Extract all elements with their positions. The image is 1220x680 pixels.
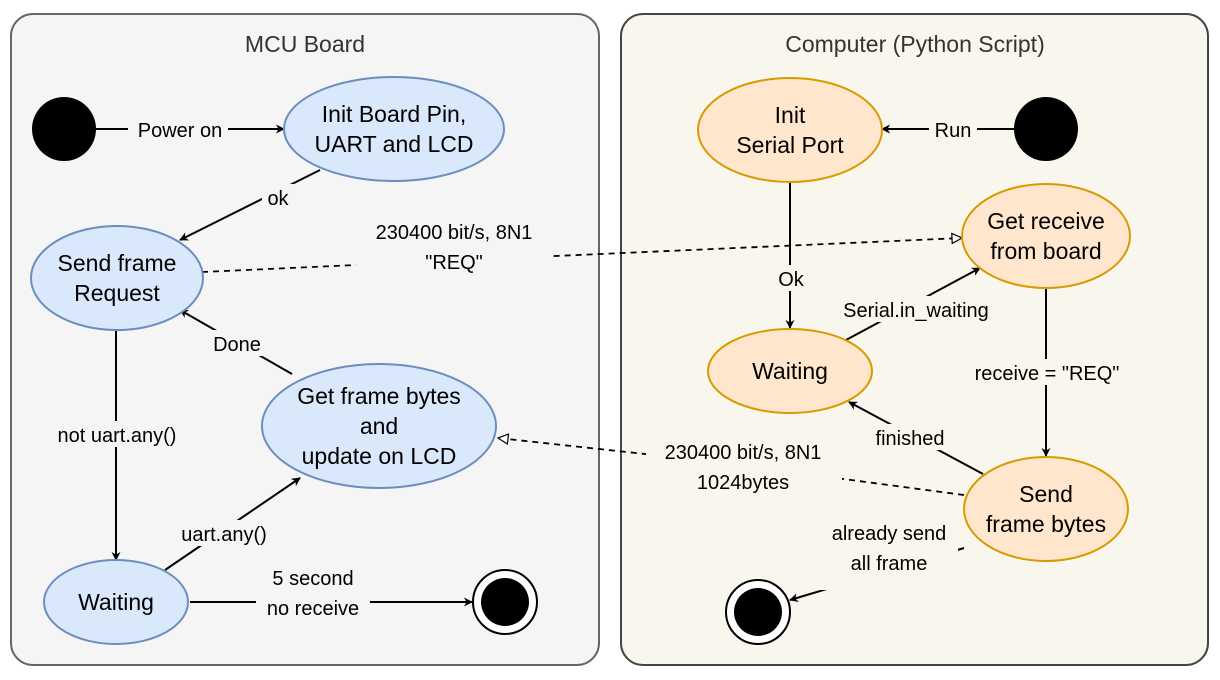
- message-label-frame: 230400 bit/s, 8N1 1024bytes: [665, 442, 822, 494]
- label-line: Request: [74, 280, 160, 306]
- label-line: Send frame: [58, 250, 177, 276]
- state-label-mcu-waiting: Waiting: [78, 589, 154, 615]
- message-req: 230400 bit/s, 8N1 "REQ": [201, 222, 962, 288]
- edge-label-already-sent: already send all frame: [832, 523, 947, 575]
- label-line: Get receive: [987, 208, 1105, 234]
- label-line: Waiting: [78, 589, 154, 615]
- label-line: Ok: [778, 269, 805, 291]
- edge-label-finished: finished: [876, 428, 945, 450]
- state-mcu-waiting: Waiting: [43, 559, 189, 645]
- edge-run: Run: [881, 116, 1014, 142]
- mcu-initial-state: [32, 97, 96, 161]
- message-frame: 230400 bit/s, 8N1 1024bytes: [498, 438, 965, 508]
- edge-label-not-uart-any: not uart.any(): [58, 425, 177, 447]
- label-line: 1024bytes: [697, 472, 789, 494]
- label-line: no receive: [267, 598, 359, 620]
- edge-done: Done: [179, 309, 293, 375]
- pc-pane-title: Computer (Python Script): [785, 31, 1044, 57]
- label-line: "REQ": [425, 252, 483, 274]
- state-label-pc-waiting: Waiting: [752, 358, 828, 384]
- edge-in-waiting: Serial.in_waiting: [830, 267, 1002, 341]
- state-label-send-frame: Send frame bytes: [986, 481, 1106, 537]
- label-line: Init: [775, 102, 806, 128]
- edge-uart-any: uart.any(): [164, 477, 301, 571]
- label-line: Get frame bytes: [297, 383, 461, 409]
- label-line: Waiting: [752, 358, 828, 384]
- pc-final-state: [725, 579, 791, 645]
- mcu-pane: [10, 13, 600, 666]
- edge-label-timeout: 5 second no receive: [267, 568, 359, 620]
- label-line: Power on: [138, 120, 223, 142]
- label-line: all frame: [851, 553, 928, 575]
- edge-label-receive-req: receive = "REQ": [975, 363, 1120, 385]
- mcu-pane-title: MCU Board: [245, 31, 365, 57]
- label-line: not uart.any(): [58, 425, 177, 447]
- edge-not-uart-any: not uart.any(): [46, 330, 188, 561]
- label-line: Serial Port: [736, 132, 844, 158]
- edge-label-power-on: Power on: [138, 120, 223, 142]
- label-line: finished: [876, 428, 945, 450]
- edge-label-ok-mcu: ok: [267, 188, 289, 210]
- state-label-get-frame: Get frame bytes and update on LCD: [297, 383, 461, 469]
- state-get-receive: Get receive from board: [961, 183, 1131, 289]
- label-line: Run: [935, 120, 972, 142]
- state-pc-waiting: Waiting: [707, 328, 873, 414]
- edge-label-uart-any: uart.any(): [181, 524, 267, 546]
- edge-label-in-waiting: Serial.in_waiting: [843, 300, 989, 322]
- edge-label-run: Run: [935, 120, 972, 142]
- mcu-final-state: [472, 569, 538, 635]
- label-line: 5 second: [272, 568, 353, 590]
- label-line: UART and LCD: [315, 131, 474, 157]
- state-send-frame: Send frame bytes: [963, 456, 1129, 562]
- label-line: and: [360, 413, 398, 439]
- label-line: Done: [213, 334, 261, 356]
- edge-ok-pc: Ok: [773, 181, 809, 329]
- edge-finished: finished: [848, 401, 984, 475]
- label-line: uart.any(): [181, 524, 267, 546]
- label-line: 230400 bit/s, 8N1: [665, 442, 822, 464]
- edge-label-ok-pc: Ok: [778, 269, 805, 291]
- state-label-init-board: Init Board Pin, UART and LCD: [315, 101, 474, 157]
- edge-power-on: Power on: [96, 116, 285, 142]
- label-line: receive = "REQ": [975, 363, 1120, 385]
- label-line: Send: [1019, 481, 1073, 507]
- edge-label-done: Done: [213, 334, 261, 356]
- edge-receive-req: receive = "REQ": [960, 287, 1134, 457]
- state-label-get-receive: Get receive from board: [987, 208, 1105, 264]
- label-line: 230400 bit/s, 8N1: [376, 222, 533, 244]
- label-line: Init Board Pin,: [322, 101, 466, 127]
- message-label-req: 230400 bit/s, 8N1 "REQ": [376, 222, 533, 274]
- pc-initial-state: [1014, 97, 1078, 161]
- label-line: ok: [267, 188, 289, 210]
- edge-ok-mcu: ok: [179, 169, 321, 241]
- edge-timeout: 5 second no receive: [190, 568, 473, 634]
- label-line: frame bytes: [986, 511, 1106, 537]
- label-line: already send: [832, 523, 947, 545]
- label-line: Serial.in_waiting: [843, 300, 989, 322]
- label-line: from board: [990, 238, 1101, 264]
- label-line: update on LCD: [302, 443, 457, 469]
- edge-already-sent: already send all frame: [789, 523, 965, 602]
- state-get-frame: Get frame bytes and update on LCD: [261, 363, 497, 489]
- state-init-board: Init Board Pin, UART and LCD: [283, 76, 505, 182]
